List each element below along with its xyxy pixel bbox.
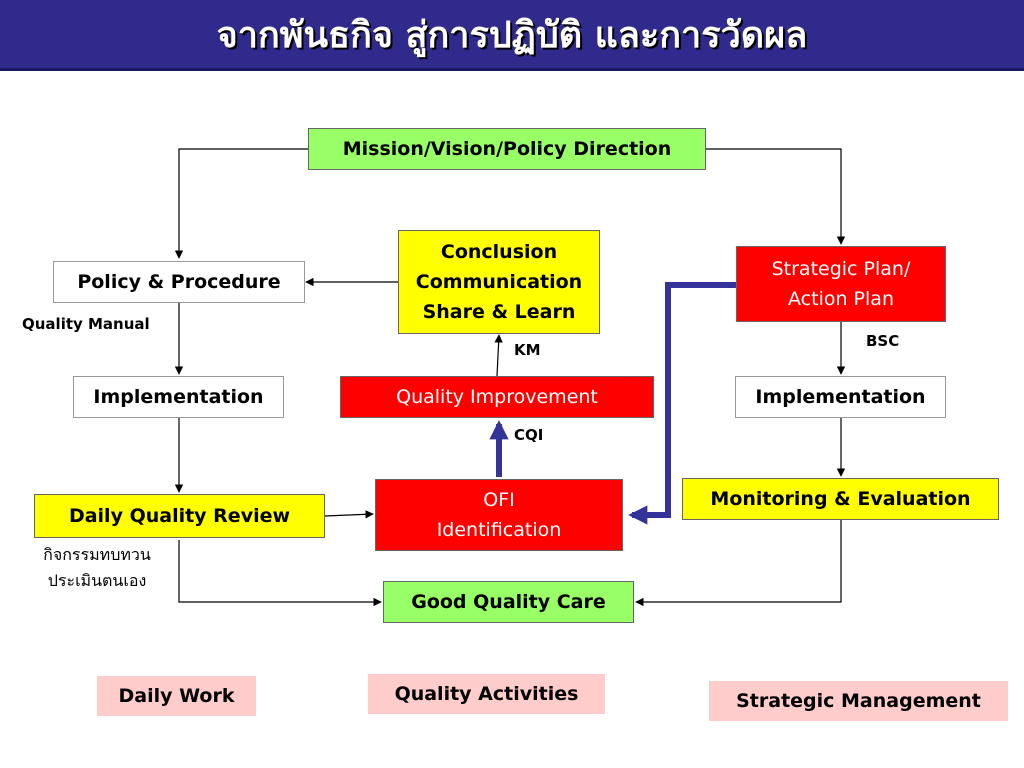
- ofi-label: OFI: [483, 489, 515, 511]
- daily-quality-review-box: Daily Quality Review: [34, 494, 325, 538]
- cqi-label: CQI: [514, 426, 544, 444]
- policy-procedure-box: Policy & Procedure: [53, 261, 305, 303]
- km-label: KM: [514, 341, 541, 359]
- monitoring-evaluation-box: Monitoring & Evaluation: [682, 478, 999, 520]
- strategic-management-box: Strategic Management: [709, 681, 1008, 721]
- quality-improvement-box: Quality Improvement: [340, 376, 654, 418]
- strategic-management-label: Strategic Management: [736, 690, 981, 712]
- mission-vision-policy-label: Mission/Vision/Policy Direction: [342, 138, 672, 160]
- strategic-plan-label: Strategic Plan/: [771, 258, 911, 280]
- arrow-daily-review-to-ofi: [324, 510, 374, 519]
- strategic-plan-box: Strategic Plan/ Action Plan: [736, 246, 946, 322]
- implementation-right-box: Implementation: [735, 376, 946, 418]
- bsc-label: BSC: [866, 332, 900, 350]
- mission-vision-policy-box: Mission/Vision/Policy Direction: [308, 128, 706, 170]
- page-title: จากพันธกิจ สู่การปฏิบัติ และการวัดผล: [216, 14, 808, 56]
- conclusion-box: Conclusion Communication Share & Learn: [398, 230, 600, 334]
- arrow-daily-review-to-good-care: [178, 540, 382, 607]
- quality-manual-label: Quality Manual: [22, 315, 150, 333]
- title-bar: จากพันธกิจ สู่การปฏิบัติ และการวัดผล: [0, 0, 1024, 71]
- communication-label: Communication: [415, 271, 583, 293]
- arrow-mission-to-policy: [174, 148, 308, 259]
- quality-improvement-label: Quality Improvement: [396, 386, 598, 408]
- daily-work-label: Daily Work: [118, 685, 235, 707]
- implementation-left-label: Implementation: [93, 386, 264, 408]
- arrow-mission-to-strategic: [706, 148, 846, 245]
- quality-activities-label: Quality Activities: [394, 683, 579, 705]
- thick-arrow-strategic-to-ofi: [628, 282, 736, 525]
- self-review-label: กิจกรรมทบทวน ประเมินตนเอง: [22, 542, 172, 594]
- good-quality-care-box: Good Quality Care: [383, 581, 634, 623]
- daily-quality-review-label: Daily Quality Review: [68, 505, 291, 527]
- daily-work-box: Daily Work: [97, 676, 256, 716]
- arrow-qi-to-conclusion: [494, 334, 503, 377]
- policy-procedure-label: Policy & Procedure: [77, 271, 281, 293]
- self-review-line1: กิจกรรมทบทวน: [43, 545, 151, 564]
- arrow-monitoring-to-good-care: [635, 520, 842, 607]
- ofi-identification-box: OFI Identification: [375, 479, 623, 551]
- quality-activities-box: Quality Activities: [368, 674, 605, 714]
- implementation-right-label: Implementation: [755, 386, 926, 408]
- monitoring-evaluation-label: Monitoring & Evaluation: [710, 488, 971, 510]
- conclusion-label: Conclusion: [440, 241, 558, 263]
- action-plan-label: Action Plan: [788, 288, 894, 310]
- self-review-line2: ประเมินตนเอง: [47, 571, 147, 590]
- identification-label: Identification: [436, 519, 562, 541]
- share-learn-label: Share & Learn: [422, 301, 576, 323]
- implementation-left-box: Implementation: [73, 376, 284, 418]
- good-quality-care-label: Good Quality Care: [411, 591, 606, 613]
